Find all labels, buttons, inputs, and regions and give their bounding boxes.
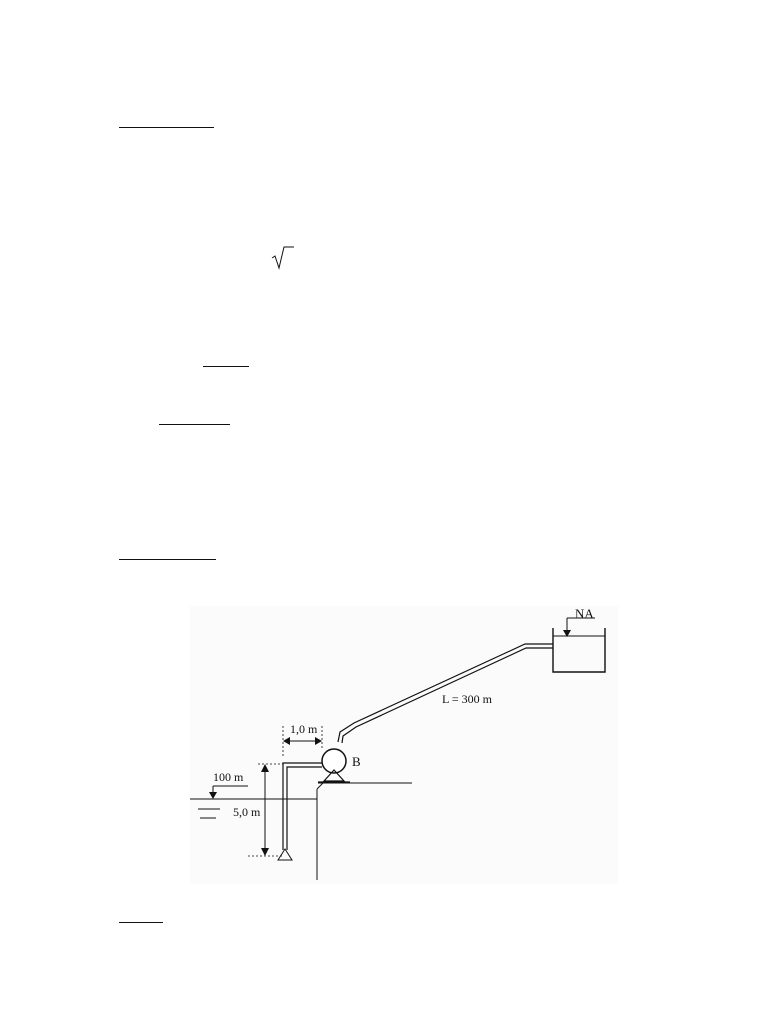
water-level-triangle-icon — [563, 630, 571, 637]
horizontal-dimension — [282, 726, 323, 758]
section-heading-rule-3 — [119, 922, 163, 923]
fraction-bar-2 — [159, 424, 230, 425]
section-heading-rule-1 — [119, 127, 214, 128]
suction-pipe-length-label: 100 m — [213, 770, 244, 784]
foot-valve-icon — [277, 848, 293, 861]
reservoir-level-label: NA — [575, 606, 594, 621]
pump-system-diagram: NA L = 300 m B — [190, 606, 606, 880]
pump-system-figure: NA L = 300 m B — [190, 606, 618, 884]
lower-water-surface — [190, 785, 317, 819]
square-root-symbol — [271, 246, 294, 270]
pump-label: B — [352, 754, 361, 769]
discharge-pipe — [337, 643, 553, 744]
pipe-length-label: L = 300 m — [442, 692, 493, 706]
suction-pipe — [277, 762, 322, 861]
section-heading-rule-2 — [119, 559, 216, 560]
ground-profile — [316, 782, 412, 880]
upper-reservoir: NA — [552, 606, 606, 673]
pump-icon — [321, 748, 347, 774]
vertical-height-label: 5,0 m — [233, 805, 261, 819]
vertical-dimension — [248, 763, 283, 857]
water-level-triangle-icon — [209, 792, 217, 799]
horizontal-distance-label: 1,0 m — [290, 722, 318, 736]
pump — [318, 748, 350, 783]
fraction-bar-1 — [203, 366, 249, 367]
